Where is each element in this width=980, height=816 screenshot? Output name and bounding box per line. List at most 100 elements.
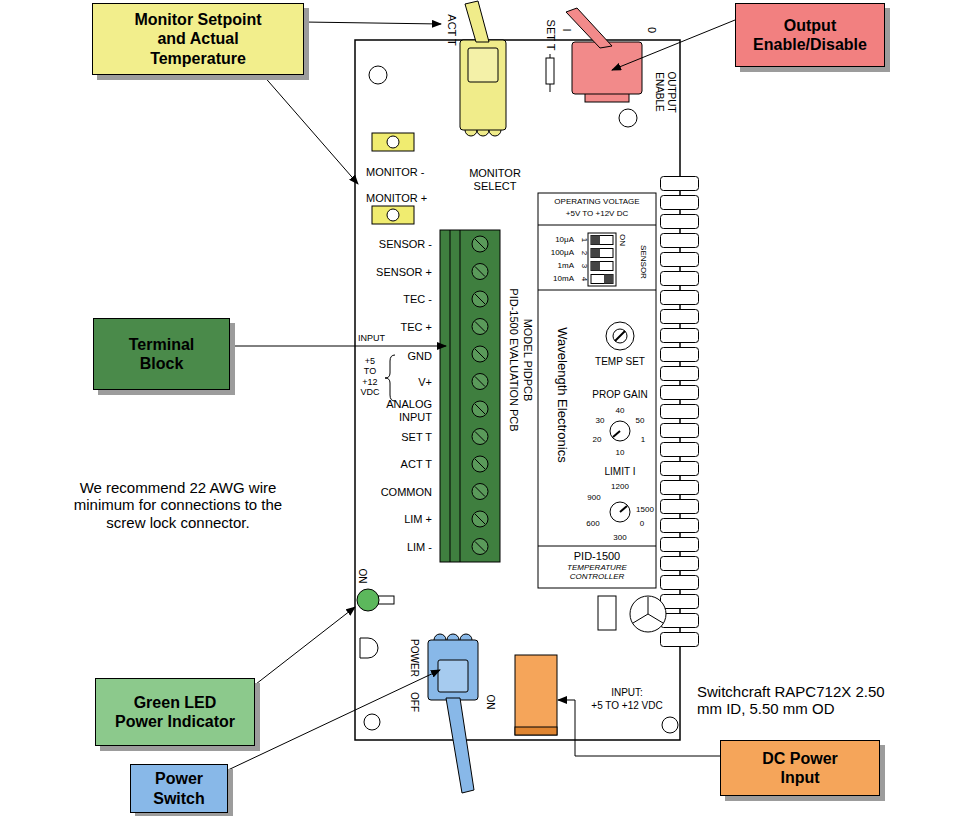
board-label: MONITOR - [366,166,424,179]
connector-spoke [648,614,663,623]
connector-spoke [633,614,648,623]
dip-switch [591,236,613,245]
board-label: 30 [596,416,605,425]
rotated-board-label: 0 [646,27,659,33]
toggle-switch-body [572,42,642,94]
led [357,589,379,611]
leader-line [228,670,440,770]
test-point [372,133,414,151]
board-label: LIM - [407,540,432,553]
toggle-switch-bushing [438,660,468,692]
screw-slot [475,294,485,304]
board-label: 50 [636,416,645,425]
rotated-board-label: I [561,28,574,31]
screw [472,401,488,417]
rotated-board-label: 4 [579,277,588,281]
toggle-lever [465,1,489,42]
rotated-board-label: 3 [579,264,588,268]
board-label: 1mA [558,261,574,270]
board-label: MONITOR SELECT [460,167,530,192]
board-label: 1 [641,435,645,444]
dc-jack [515,655,557,735]
board-label: SENSOR - [379,238,432,251]
board-label: 1500 [636,505,654,514]
callout-text: Terminal Block [116,335,207,373]
screw-slot [475,239,485,249]
dip-switch [591,262,613,271]
rotated-board-label: Wavelength Electronics [555,327,570,462]
mounting-hole [662,717,678,733]
screw-slot [475,404,485,414]
board-label: TEMPERATURE CONTROLLER [557,563,637,581]
heatsink [660,176,700,647]
dip-slider [591,262,600,271]
mounting-slot [360,638,378,658]
board-label: 100μA [551,248,574,257]
rotated-board-label: SENSOR [638,245,647,279]
leader-line [304,22,441,24]
screw [472,264,488,280]
board-label: 40 [616,406,625,415]
screw-slot [475,349,485,359]
screw [472,511,488,527]
terminal-block [440,230,500,562]
terminal-stripe [450,230,451,562]
controller-module [538,193,656,588]
mounting-hole [369,66,387,84]
dial-pointer [620,506,627,512]
dip-slider [591,236,600,245]
board-label: SET T [401,430,432,443]
board-label: SENSOR + [376,265,432,278]
board-label: TEC + [401,320,432,333]
callout-box: Power Switch [130,764,228,813]
screw-slot [475,322,485,332]
callout-box: Monitor Setpoint and Actual Temperature [92,3,304,75]
board-label: 600 [586,519,599,528]
dip-switch [591,275,613,284]
board-label: GND [408,350,432,363]
rotated-board-label: OFF [408,692,420,712]
module-divider [538,290,656,291]
pcb-board [355,40,680,740]
board-label: 900 [587,493,600,502]
screw-slot [475,432,485,442]
screw [472,484,488,500]
callout-text: Output Enable/Disable [742,16,878,54]
screw [472,236,488,252]
board-label: 10μA [555,235,574,244]
board-label: PID-1500 [574,550,620,563]
capacitor [598,596,616,630]
board-label: Switchcraft RAPC712X 2.50 mm ID, 5.50 mm… [697,683,887,718]
mounting-hole [619,109,637,127]
callout-text: DC Power Input [756,749,844,787]
callout-box: DC Power Input [720,740,880,796]
board-label: LIM + [404,513,432,526]
screw [472,374,488,390]
terminal-stripe [460,230,461,562]
screw-slot [475,514,485,524]
led-body [378,596,394,604]
rotated-board-label: MODEL PIDPCB [522,319,535,402]
board-label: TEC - [403,293,432,306]
board-label: +5V TO +12V DC [566,209,628,218]
screw-slot [475,267,485,277]
board-label: 1200 [611,482,629,491]
board-label: V+ [418,375,432,388]
board-label: We recommend 22 AWG wire minimum for con… [73,479,283,531]
rotated-board-label: ON [617,234,626,246]
leader-line [262,74,358,184]
screw-slot [475,459,485,469]
dip-switch-housing [588,233,616,286]
board-label: 20 [593,435,602,444]
test-point [372,206,414,224]
board-label: OPERATING VOLTAGE [554,197,639,206]
toggle-switch-body [428,640,478,700]
board-label: +5 TO +12 VDC [359,356,381,397]
rotated-board-label: OUTPUT ENABLE [654,62,677,122]
rotated-board-label: 1 [579,238,588,242]
toggle-lever [446,698,474,793]
board-label: ANALOG INPUT [370,398,432,423]
dc-jack-base [515,727,557,735]
round-connector [630,596,666,632]
